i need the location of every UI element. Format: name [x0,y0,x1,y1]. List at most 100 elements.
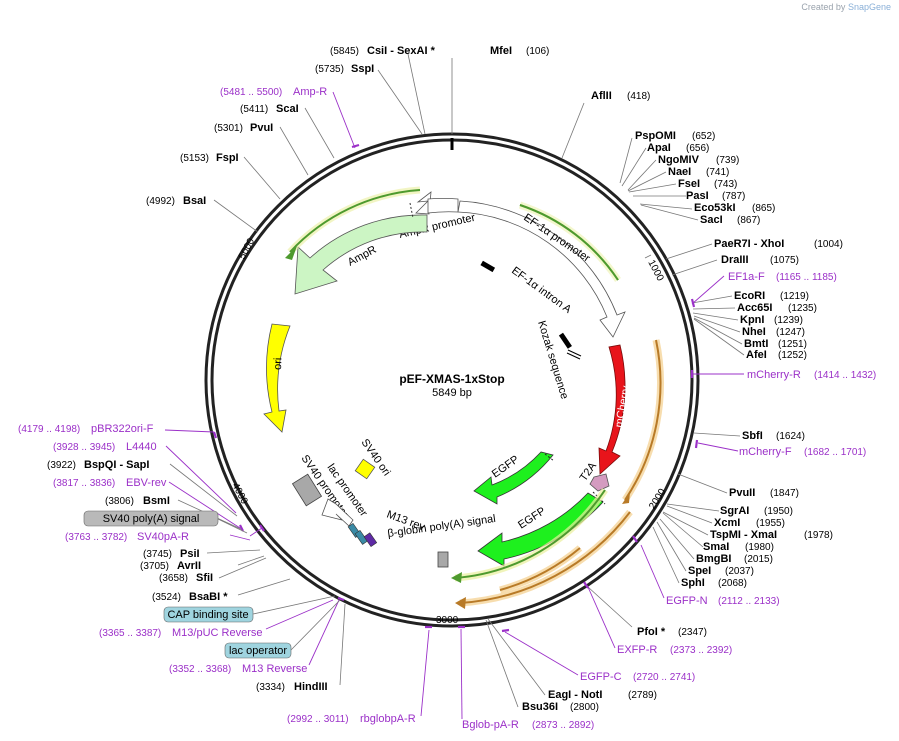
enzyme-pos-bsu36i: (2800) [570,702,599,713]
primer-leaders [164,91,744,720]
kozak-label: Kozak sequence [535,319,570,400]
enzyme-name-sphi: SphI [681,577,705,589]
enzyme-name-psii: PsiI [180,548,200,560]
enzyme-name-pvuii: PvuII [729,487,755,499]
enzyme-pos-bsai: (4992) [146,196,175,207]
boxed-feature-lac-operator: lac operator [224,599,341,659]
primer-name-rbglobpa-r: rbglobpA-R [360,713,416,725]
enzyme-name-sfii: SfiI [196,572,213,584]
ori-label: ori [272,357,284,370]
boxed-feature-cap-binding-site: CAP binding site [163,595,336,623]
lac-operator-box-label: lac operator [229,645,287,657]
primer-range-pbr322ori-f: (4179 .. 4198) [18,424,80,435]
bglobin-block [437,551,449,568]
enzyme-name-avrii: AvrII [177,560,201,572]
ef1a-intron-bar [480,260,496,273]
enzyme-name-sspi: SspI [351,63,374,75]
enzyme-name-hindiii: HindIII [294,681,328,693]
t2a-arrow [589,473,610,492]
enzyme-pos-sgrai: (1950) [764,506,793,517]
enzyme-pos-saci: (867) [737,215,760,226]
enzyme-pos-eco53ki: (865) [752,203,775,214]
primer-name-mcherry-r: mCherry-R [747,369,801,381]
sv40-ori-block [354,458,376,480]
enzyme-pos-fsei: (743) [714,179,737,190]
enzyme-name-smai: SmaI [703,541,729,553]
enzyme-pos-csii: (5845) [330,46,359,57]
primer-name-amp-r: Amp-R [293,86,327,98]
enzyme-pos-avrii: (3705) [140,561,169,572]
ori-arrow [263,323,291,433]
primer-range-m13-puc-reverse: (3365 .. 3387) [99,628,161,639]
snapgene-brand: SnapGene [847,2,891,12]
enzyme-leaders [169,53,745,708]
primer-name-pbr322ori-f: pBR322ori-F [91,423,154,435]
enzyme-pos-smai: (1980) [745,542,774,553]
enzyme-pos-fspi: (5153) [180,153,209,164]
enzyme-name-scai: ScaI [276,103,299,115]
primer-range-bglob-pa-r: (2873 .. 2892) [532,720,594,731]
tick-3000: 3000 [436,615,459,626]
primer-name-egfp-n: EGFP-N [666,595,708,607]
primer-range-egfp-c: (2720 .. 2741) [633,672,695,683]
credit-prefix: Created by [801,2,846,12]
enzyme-labels: (5845) CsiI - SexAI * MfeI (106) (5735) … [47,45,843,713]
enzyme-name-apai: ApaI [647,142,671,154]
enzyme-pos-noti: (2789) [628,690,657,701]
enzyme-pos-xhoi: (1004) [814,239,843,250]
enzyme-name-acc65i: Acc65I [737,302,772,314]
enzyme-name-fspi: FspI [216,152,239,164]
enzyme-name-bsmi: BsmI [143,495,170,507]
enzyme-name-ngomiv: NgoMIV [658,154,700,166]
enzyme-pos-pvui-left: (5301) [214,123,243,134]
enzyme-pos-ngomiv: (739) [716,155,739,166]
primer-range-mcherry-r: (1414 .. 1432) [814,370,876,381]
ef1a-intron-end-bar [558,332,572,349]
kozak-mark [567,349,582,357]
lac-operator-block [354,529,368,545]
egfp1-arrow [473,451,554,505]
enzyme-pos-pspomi: (652) [692,131,715,142]
m13-rev-block [363,532,378,548]
primer-labels: (5481 .. 5500) Amp-R EF1a-F (1165 .. 118… [18,86,876,731]
enzyme-pos-spei: (2037) [725,566,754,577]
enzyme-name-eco53ki: Eco53kI [694,202,736,214]
enzyme-pos-sfii: (3658) [159,573,188,584]
primer-range-m13-reverse: (3352 .. 3368) [169,664,231,675]
enzyme-pos-naei: (741) [706,167,729,178]
enzyme-name-xcmi: XcmI [714,517,740,529]
enzyme-pos-sphi: (2068) [718,578,747,589]
enzyme-pos-kpni: (1239) [774,315,803,326]
lac-promoter-arrow [321,498,354,527]
enzyme-pos-sspi: (5735) [315,64,344,75]
enzyme-pos-bmti: (1251) [778,339,807,350]
ef1a-promoter-arrow [457,200,626,338]
enzyme-name-naei: NaeI [668,166,691,178]
enzyme-name-fsei: FseI [678,178,700,190]
enzyme-pos-hindiii: (3334) [256,682,285,693]
enzyme-pos-bmgbi: (2015) [744,554,773,565]
plasmid-length: 5849 bp [432,387,472,399]
primer-name-sv40pa-r: SV40pA-R [137,531,189,543]
enzyme-pos-acc65i: (1235) [788,303,817,314]
enzyme-name-xmai: TspMI - XmaI [710,529,777,541]
primer-name-mcherry-f: mCherry-F [739,446,792,458]
primer-range-ebv-rev: (3817 .. 3836) [53,478,115,489]
enzyme-pos-sapi: (3922) [47,460,76,471]
sv40-polya-box-label: SV40 poly(A) signal [103,513,200,525]
enzyme-name-csii: CsiI - SexAI * [367,45,436,57]
enzyme-pos-apai: (656) [686,143,709,154]
primer-range-exfp-r: (2373 .. 2392) [670,645,732,656]
enzyme-name-pspomi: PspOMI [635,130,676,142]
primer-range-sv40pa-r: (3763 .. 3782) [65,532,127,543]
enzyme-name-xhoi: PaeR7I - XhoI [714,238,784,250]
enzyme-pos-sbfi: (1624) [776,431,805,442]
enzyme-name-sgrai: SgrAI [720,505,749,517]
enzyme-pos-pvuii: (1847) [770,488,799,499]
boxed-feature-sv40-polya: SV40 poly(A) signal [83,510,248,534]
primer-marks [212,143,699,633]
primer-range-rbglobpa-r: (2992 .. 3011) [287,714,349,725]
enzyme-pos-aflii: (418) [627,91,650,102]
mcherry-label: mCherry [613,384,632,428]
